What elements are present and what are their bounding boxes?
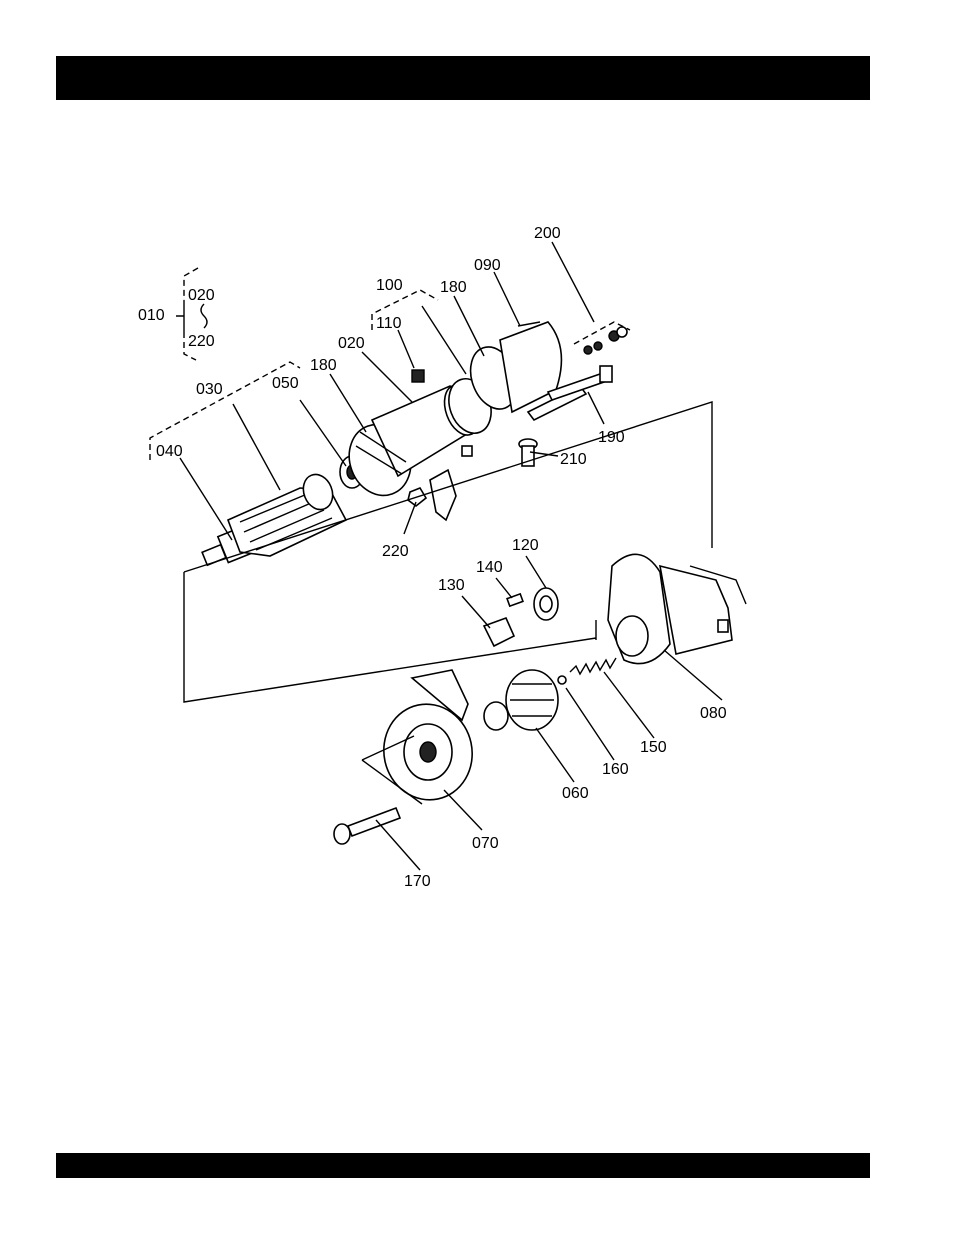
label-210: 210	[560, 451, 587, 468]
spring-part	[570, 658, 616, 674]
armature-part	[202, 470, 346, 565]
label-140: 140	[476, 559, 503, 576]
motor-housing-part	[608, 554, 746, 663]
ball-part	[558, 676, 566, 684]
label-090: 090	[474, 257, 501, 274]
label-180-right: 180	[440, 279, 467, 296]
label-070: 070	[472, 835, 499, 852]
label-200: 200	[534, 225, 561, 242]
label-030: 030	[196, 381, 223, 398]
label-020: 020	[338, 335, 365, 352]
pinion-part	[484, 670, 558, 730]
label-130: 130	[438, 577, 465, 594]
label-020-range: 020	[188, 287, 215, 304]
washer-set-part	[574, 322, 630, 354]
label-010: 010	[138, 307, 165, 324]
gear-parts	[484, 588, 558, 646]
label-060: 060	[562, 785, 589, 802]
label-180-left: 180	[310, 357, 337, 374]
label-110: 110	[376, 315, 402, 332]
label-160: 160	[602, 761, 629, 778]
label-080: 080	[700, 705, 727, 722]
label-040: 040	[156, 443, 183, 460]
label-220: 220	[382, 543, 409, 560]
label-120: 120	[512, 537, 539, 554]
bolt-part	[334, 808, 400, 844]
label-170: 170	[404, 873, 431, 890]
label-150: 150	[640, 739, 667, 756]
front-housing-part	[362, 670, 481, 808]
label-220-range: 220	[188, 333, 215, 350]
label-050: 050	[272, 375, 299, 392]
label-190: 190	[598, 429, 625, 446]
label-100: 100	[376, 277, 403, 294]
